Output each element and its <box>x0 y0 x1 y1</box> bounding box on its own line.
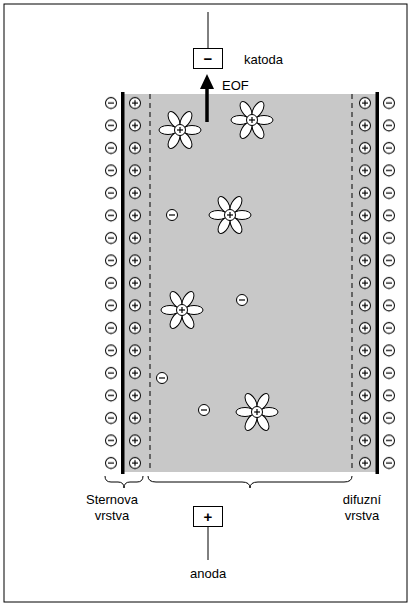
electrode-label: katoda <box>244 52 283 68</box>
frame <box>4 4 407 602</box>
stern-bracket <box>105 476 143 488</box>
stern-charges <box>355 92 375 474</box>
flow-label: EOF <box>222 78 249 94</box>
capillary-wall <box>121 92 125 474</box>
cathode-box: − <box>193 48 223 69</box>
capillary-wall <box>376 92 380 474</box>
electrode-label: anoda <box>190 566 226 582</box>
electrode-sign: + <box>204 509 213 524</box>
electrode-sign: − <box>204 51 213 66</box>
layer-boundary <box>352 94 353 472</box>
eof-arrow <box>205 86 209 122</box>
cathode-wire <box>208 12 209 48</box>
stern-charges <box>125 92 145 474</box>
anode-box: + <box>193 506 223 527</box>
layer-label: Sternova vrstva <box>80 492 144 524</box>
layer-boundary <box>150 94 151 472</box>
layer-label: difuzní vrstva <box>330 492 394 524</box>
eof-arrowhead <box>200 74 214 89</box>
capillary-lumen <box>124 94 378 472</box>
diffuse-bracket <box>148 476 352 488</box>
anode-wire <box>208 527 209 560</box>
wall-charges <box>101 92 121 474</box>
wall-charges <box>379 92 399 474</box>
